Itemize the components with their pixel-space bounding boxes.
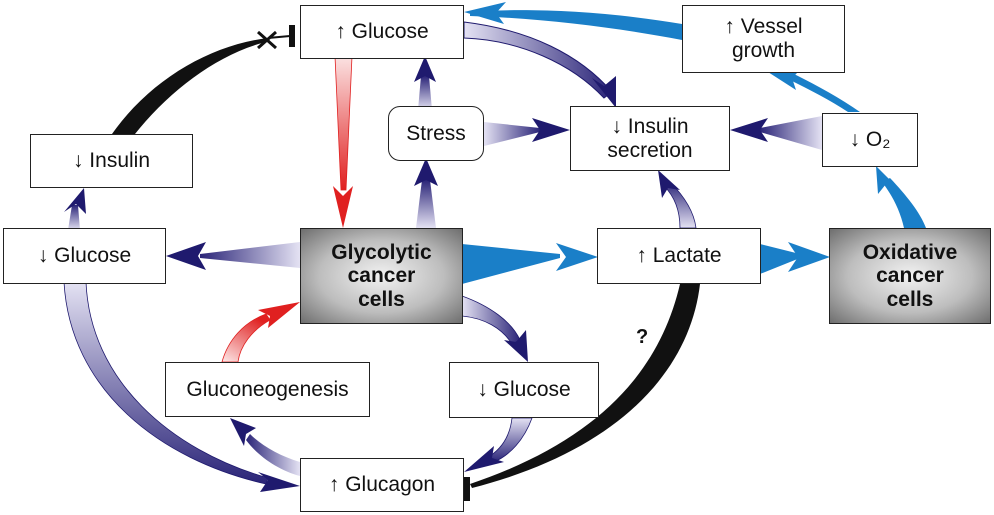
arrow-glycolytic-to-glucose-mid — [461, 295, 528, 362]
inhibit-insulin-to-glucose — [112, 25, 295, 134]
arrow-stress-to-insulin-secretion — [484, 118, 570, 146]
node-glucagon-up: ↑ Glucagon — [300, 458, 464, 512]
node-glucose-down-left: ↓ Glucose — [3, 228, 166, 284]
node-gluconeogenesis: Gluconeogenesis — [165, 362, 370, 417]
arrow-glucose-mid-to-glucagon — [464, 417, 533, 472]
arrow-vessel-to-glucose — [464, 2, 682, 40]
inhibition-bar — [289, 25, 295, 47]
node-glycolytic-cancer-cells: Glycolytic cancer cells — [300, 228, 463, 324]
node-oxidative-cancer-cells: Oxidative cancer cells — [829, 228, 991, 324]
node-glucose-down-mid: ↓ Glucose — [449, 362, 599, 418]
arrow-glycolytic-to-lactate — [462, 243, 598, 284]
arrow-o2-to-vessel — [768, 70, 860, 112]
node-o2-down: ↓ O₂ — [822, 113, 918, 167]
arrow-gluconeogenesis-to-glycolytic — [221, 302, 300, 363]
node-insulin-down: ↓ Insulin — [30, 134, 193, 188]
arrow-o2-to-insulin-secretion — [730, 116, 822, 150]
arrow-lactate-to-insulin-secretion — [658, 170, 697, 229]
arrow-glucose-left-to-glucagon — [63, 281, 300, 492]
arrow-lactate-to-oxidative — [760, 242, 830, 274]
arrow-oxidative-to-o2 — [876, 166, 926, 228]
arrow-glucagon-to-gluconeogenesis — [230, 418, 300, 476]
node-insulin-secretion: ↓ Insulin secretion — [570, 106, 730, 171]
inhibit-lactate-to-glucagon — [464, 284, 700, 501]
arrow-glucose-to-glycolytic — [333, 55, 353, 228]
node-stress: Stress — [388, 106, 484, 161]
arrow-glycolytic-to-stress — [414, 158, 438, 228]
unknown-mechanism-label: ? — [636, 326, 649, 348]
arrow-stress-to-glucose — [414, 56, 436, 110]
cross-icon — [257, 30, 277, 50]
arrow-glucose-to-insulin-secretion — [463, 21, 616, 108]
node-glucose-up: ↑ Glucose — [300, 5, 464, 59]
arrow-glucose-left-to-insulin — [64, 188, 86, 230]
node-lactate-up: ↑ Lactate — [597, 228, 761, 284]
node-vessel-growth: ↑ Vessel growth — [682, 5, 845, 73]
inhibition-bar — [464, 477, 470, 501]
arrow-glycolytic-to-glucose-left — [166, 242, 300, 270]
